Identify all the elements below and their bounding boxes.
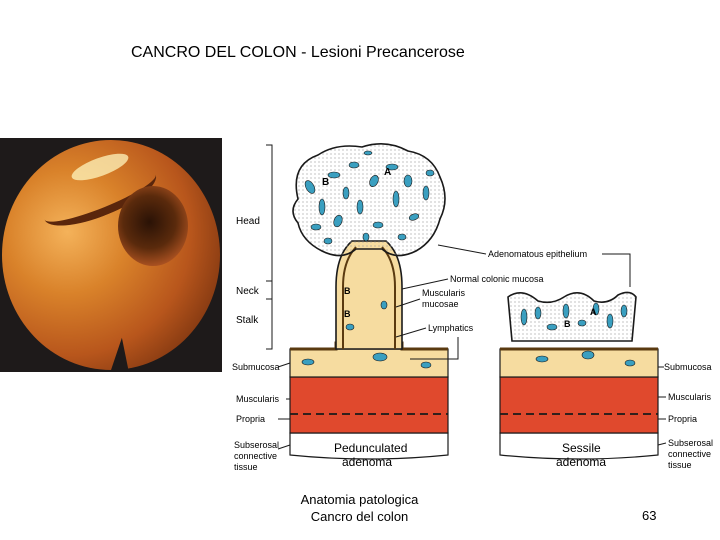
page-number: 63 xyxy=(642,508,656,523)
label-normal-colonic-mucosa: Normal colonic mucosa xyxy=(450,274,544,284)
letter-a-sessile: A xyxy=(590,307,597,317)
label-submucosa-right: Submucosa xyxy=(664,362,712,372)
label-subserosal-left-2: connective xyxy=(234,451,277,461)
lumen-opening xyxy=(118,186,188,266)
slide-footer: Anatomia patologica Cancro del colon xyxy=(283,491,436,525)
label-muscularis-mucosae-1: Muscularis xyxy=(422,288,466,298)
label-submucosa-left: Submucosa xyxy=(232,362,280,372)
letter-a-head: A xyxy=(384,167,391,178)
adenoma-diagram: B A B B B A Head xyxy=(226,137,720,479)
label-subserosal-left-3: tissue xyxy=(234,462,258,472)
slide-title: CANCRO DEL COLON - Lesioni Precancerose xyxy=(131,44,465,62)
letter-b-stalk: B xyxy=(344,309,351,319)
label-lymphatics: Lymphatics xyxy=(428,323,474,333)
label-adenomatous-epithelium: Adenomatous epithelium xyxy=(488,249,587,259)
caption-pedunculated-1: Pedunculated xyxy=(334,441,407,455)
label-subserosal-left-1: Subserosal xyxy=(234,440,279,450)
label-muscularis-mucosae-2: mucosae xyxy=(422,299,459,309)
label-muscularis-left: Muscularis xyxy=(236,394,280,404)
caption-pedunculated-2: adenoma xyxy=(342,455,392,469)
label-subserosal-right-2: connective xyxy=(668,449,711,459)
letter-b-sessile: B xyxy=(564,319,571,329)
label-muscularis-right: Muscularis xyxy=(668,392,712,402)
muscularis-propria-left xyxy=(290,377,448,433)
muscularis-propria-right xyxy=(500,377,658,433)
caption-sessile-2: adenoma xyxy=(556,455,606,469)
label-subserosal-right-1: Subserosal xyxy=(668,438,713,448)
footer-line-2: Cancro del colon xyxy=(283,508,436,525)
label-stalk: Stalk xyxy=(236,315,259,326)
letter-b-neck: B xyxy=(344,286,351,296)
label-propria-right: Propria xyxy=(668,414,697,424)
label-head: Head xyxy=(236,216,260,227)
caption-sessile-1: Sessile xyxy=(562,441,601,455)
sessile-adenoma: B A xyxy=(500,292,658,459)
label-propria-left: Propria xyxy=(236,414,265,424)
label-subserosal-right-3: tissue xyxy=(668,460,692,470)
label-neck: Neck xyxy=(236,286,260,297)
endoscopy-photo xyxy=(0,138,222,372)
footer-line-1: Anatomia patologica xyxy=(283,491,436,508)
letter-b-head: B xyxy=(322,177,329,188)
